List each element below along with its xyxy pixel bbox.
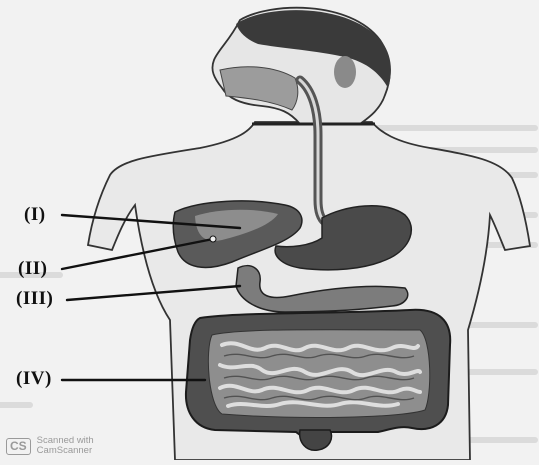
label-II: (II) [18, 258, 47, 280]
label-I: (I) [24, 204, 46, 226]
gall-bladder-marker [210, 236, 216, 242]
scanner-watermark: CS Scanned with CamScanner [6, 436, 94, 456]
label-III: (III) [16, 288, 53, 310]
ear [334, 56, 356, 88]
label-IV: (IV) [16, 368, 52, 390]
camscanner-logo: CS [6, 438, 31, 455]
watermark-line-2: CamScanner [37, 445, 92, 456]
watermark-text: Scanned with CamScanner [37, 436, 94, 456]
